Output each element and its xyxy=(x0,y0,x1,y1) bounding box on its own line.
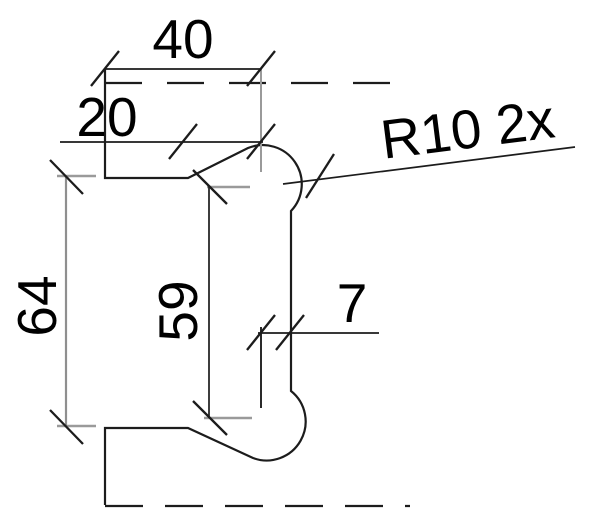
dim-7-tick-right xyxy=(275,314,305,351)
leader-r10-line xyxy=(282,146,576,185)
dimension-ticks xyxy=(49,50,335,445)
dim-59-tick-bottom xyxy=(192,400,228,436)
dim-20-tick-right xyxy=(246,123,276,160)
dim-64-tick-top xyxy=(49,159,84,195)
dim-7-tick-left xyxy=(246,314,276,351)
dim-64-label: 64 xyxy=(6,275,68,336)
dim-20-label: 20 xyxy=(76,86,137,148)
fillet-radius-label: R10 2x xyxy=(377,87,558,170)
leader-r10-tick xyxy=(305,153,335,199)
part-profile xyxy=(103,69,307,505)
dim-40-tick-right xyxy=(246,50,276,87)
dim-20-tick-left xyxy=(168,123,198,160)
dim-64-tick-bottom xyxy=(49,409,84,445)
dim-7-label: 7 xyxy=(337,272,368,334)
dim-59-label: 59 xyxy=(147,280,209,341)
dim-59-tick-top xyxy=(192,169,228,205)
dim-40-tick-left xyxy=(90,50,120,87)
dim-40-label: 40 xyxy=(152,8,213,70)
